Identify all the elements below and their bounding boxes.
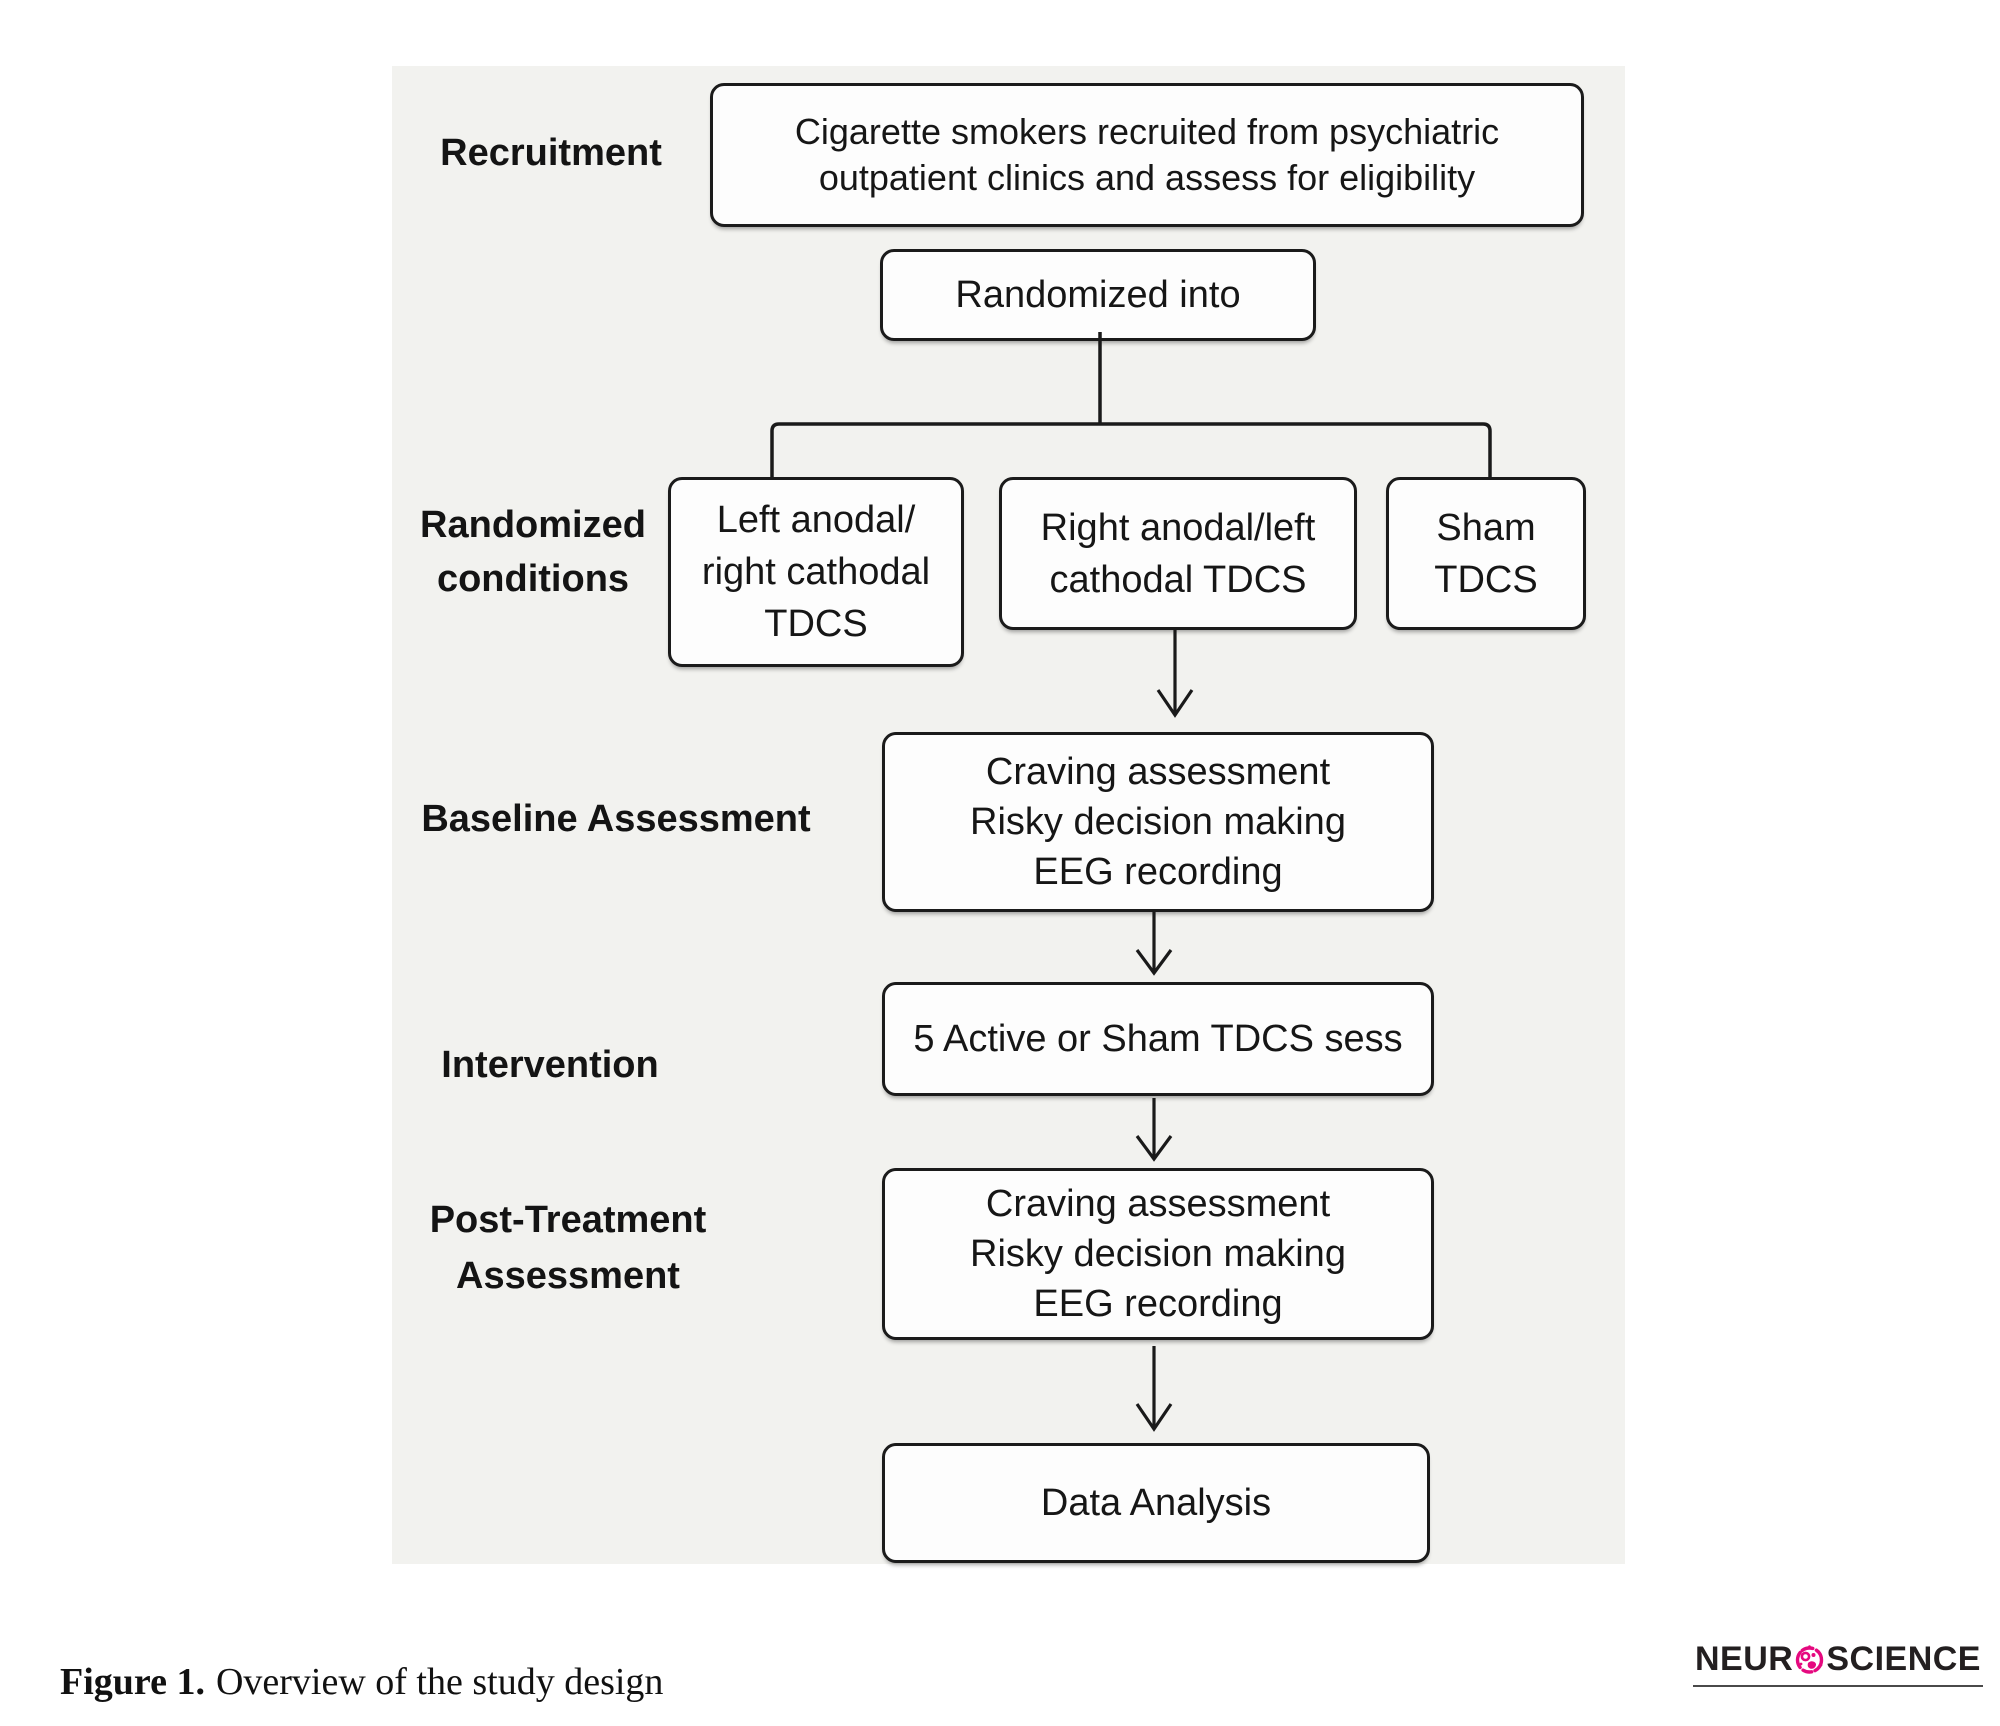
down-arrow-icon: [1135, 1098, 1173, 1162]
flow-box-line: cathodal TDCS: [1049, 558, 1307, 601]
flow-box-right-anodal-left-cathodal: Right anodal/left cathodal TDCS: [999, 477, 1357, 630]
flow-box-randomized-into: Randomized into: [880, 249, 1316, 341]
flow-box-line: Cigarette smokers recruited from psychia…: [794, 111, 1500, 152]
stage-label-post-treatment-assessment: Post-Treatment Assessment: [408, 1192, 728, 1304]
figure-caption-number: Figure 1.: [60, 1661, 205, 1703]
pink-cell-icon: [1796, 1645, 1824, 1674]
figure-caption: Figure 1.Overview of the study design: [60, 1660, 663, 1704]
flow-box-line: Risky decision making: [970, 801, 1346, 843]
flow-box-line: Left anodal/: [716, 499, 916, 541]
flow-box-line: EEG recording: [1033, 1283, 1283, 1325]
flow-box-line: Craving assessment: [985, 1183, 1331, 1225]
stage-label-line: Post-Treatment: [429, 1199, 707, 1241]
stage-label-text: Recruitment: [440, 132, 662, 174]
down-arrow-icon: [1156, 630, 1194, 718]
stage-label-randomized-conditions: Randomized conditions: [373, 498, 693, 606]
flow-box-line: TDCS: [1434, 558, 1538, 601]
flow-box-line: Randomized into: [955, 274, 1241, 316]
flow-box-line: Risky decision making: [970, 1233, 1346, 1275]
flow-box-line: EEG recording: [1033, 851, 1283, 893]
flow-box-line: Data Analysis: [1040, 1482, 1272, 1524]
down-arrow-icon: [1135, 1346, 1173, 1432]
flow-box-line: TDCS: [764, 603, 868, 645]
logo-text-science: SCIENCE: [1826, 1639, 1981, 1679]
stage-label-line: conditions: [436, 558, 630, 600]
flow-box-post-treatment-assessment: Craving assessment Risky decision making…: [882, 1168, 1434, 1340]
flow-box-line: outpatient clinics and assess for eligib…: [818, 157, 1476, 198]
stage-label-line: Randomized: [420, 504, 646, 546]
flow-box-line: right cathodal: [701, 551, 931, 593]
flow-box-left-anodal-right-cathodal: Left anodal/ right cathodal TDCS: [668, 477, 964, 667]
flow-box-line: Right anodal/left: [1040, 506, 1316, 549]
flow-box-data-analysis: Data Analysis: [882, 1443, 1430, 1563]
flow-box-recruitment: Cigarette smokers recruited from psychia…: [710, 83, 1584, 227]
stage-label-intervention: Intervention: [400, 1038, 700, 1092]
branch-connector-lines: [770, 332, 1492, 478]
stage-label-recruitment: Recruitment: [391, 126, 711, 180]
stage-label-text: Intervention: [441, 1044, 659, 1086]
stage-label-text: Baseline Assessment: [421, 798, 811, 840]
logo-text-neur: NEUR: [1695, 1639, 1794, 1679]
down-arrow-icon: [1135, 912, 1173, 976]
flow-box-sham-tdcs: Sham TDCS: [1386, 477, 1586, 630]
figure-caption-text: Overview of the study design: [215, 1661, 664, 1703]
stage-label-baseline-assessment: Baseline Assessment: [406, 792, 826, 846]
flow-box-line: 5 Active or Sham TDCS sess: [913, 1018, 1403, 1060]
stage-label-line: Assessment: [456, 1255, 680, 1297]
flow-box-line: Sham: [1436, 506, 1536, 549]
flow-box-intervention-sessions: 5 Active or Sham TDCS sess: [882, 982, 1434, 1096]
flow-box-line: Craving assessment: [985, 751, 1331, 793]
flow-box-baseline-assessment: Craving assessment Risky decision making…: [882, 732, 1434, 912]
neuroscience-journal-logo: NEUR SCIENCE: [1693, 1640, 1983, 1687]
